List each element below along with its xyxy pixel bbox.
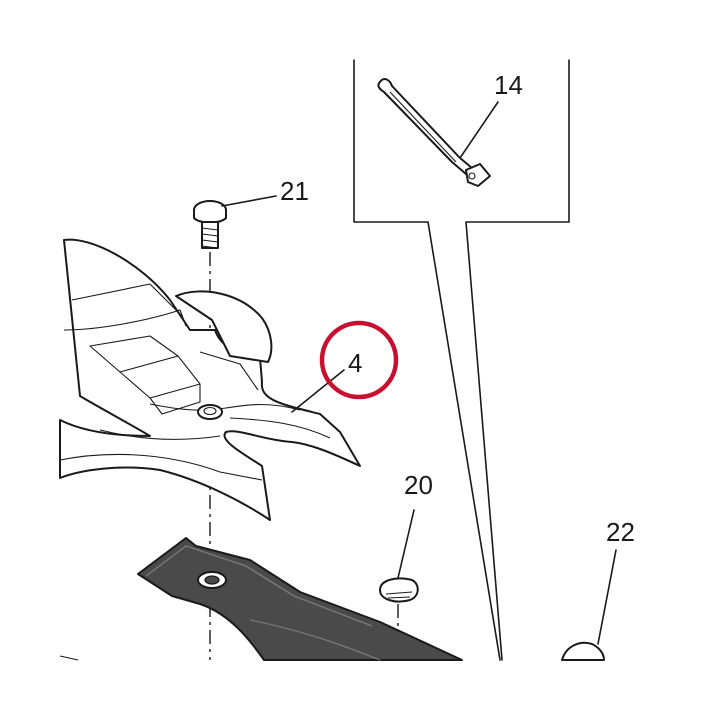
callout-22[interactable]: 22 <box>606 517 635 547</box>
inset-detail-box <box>353 59 570 661</box>
leader-20 <box>397 509 415 579</box>
highlight-ring-callout-4 <box>319 320 399 400</box>
callout-20[interactable]: 20 <box>404 470 433 500</box>
callout-21[interactable]: 21 <box>280 176 309 206</box>
edge-fragment <box>59 655 79 661</box>
part-22-fastener <box>561 641 605 661</box>
part-4-bracket <box>59 238 361 521</box>
leader-21 <box>221 195 277 207</box>
callout-14[interactable]: 14 <box>494 70 523 100</box>
leader-14 <box>459 101 499 159</box>
part-21-screw <box>193 200 227 249</box>
leader-22 <box>597 549 617 645</box>
part-14-cable-tie <box>377 78 491 187</box>
callout-4[interactable]: 4 <box>348 348 362 378</box>
part-20-cap <box>379 577 419 603</box>
leader-4 <box>291 369 345 413</box>
lower-base-plate <box>137 537 463 661</box>
